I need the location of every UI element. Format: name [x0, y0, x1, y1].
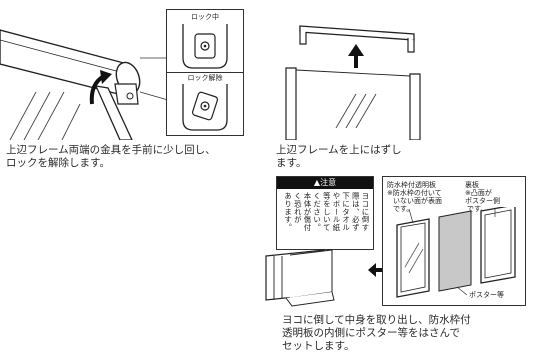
frame-lying-illustration: [262, 248, 372, 308]
pane-label: 防水枠付透明板: [387, 181, 436, 189]
step3-caption-line1: ヨコに倒して中身を取り出し、防水枠付: [282, 314, 471, 326]
frame-on-side-drawing: [265, 249, 335, 307]
caution-header: ▲注意: [277, 177, 373, 189]
caution-col5: 等をしいて: [322, 192, 332, 232]
inset-divider: [167, 72, 243, 73]
caution-text: ヨコに倒す 際は、必ず 下にタオル やボール紙 等をしいて ください。 本体が傷…: [283, 192, 370, 246]
step3-caption: ヨコに倒して中身を取り出し、防水枠付 透明板の内側にポスター等をはさんで セット…: [282, 314, 530, 353]
caution-col2: 際は、必ず: [351, 192, 361, 232]
step2-caption-line2: ます。: [276, 157, 307, 169]
step2-caption-line1: 上辺フレームを上にはずし: [276, 144, 402, 156]
step3-caption-line2: 透明板の内側にポスター等をはさんで: [282, 327, 460, 339]
exploded-layers-drawing: [396, 207, 516, 298]
frame-top-removal-illustration: [285, 25, 421, 141]
caution-col1: ヨコに倒す: [360, 192, 370, 232]
unlocked-bracket-icon: [182, 84, 228, 131]
caution-col9: あります。: [283, 192, 293, 232]
caution-col8: く恐れが: [293, 192, 303, 224]
step1-caption-line1: 上辺フレーム両端の金具を手前に少し回し、: [6, 144, 216, 156]
caution-col7: 本体が傷付: [302, 192, 312, 232]
caution-col6: ください。: [312, 192, 322, 232]
lock-state-inset: ロック中 ロック解除: [166, 9, 244, 136]
step1-caption: 上辺フレーム両端の金具を手前に少し回し、 ロックを解除します。: [6, 144, 271, 170]
warning-icon: ▲: [313, 178, 321, 187]
poster-label: ポスター等: [469, 291, 504, 299]
lock-released-label: ロック解除: [187, 74, 223, 82]
step1-illustration: [0, 0, 270, 141]
back-board-note-line2: ポスター側: [465, 197, 500, 205]
step1-caption-line2: ロックを解除します。: [6, 157, 110, 169]
caution-col3: 下にタオル: [341, 192, 351, 232]
step3-caption-line3: セットします。: [282, 340, 355, 352]
back-board-note-line1: ※凸面が: [465, 189, 492, 197]
caution-box: ▲注意 ヨコに倒す 際は、必ず 下にタオル やボール紙 等をしいて ください。 …: [276, 176, 374, 250]
locked-bracket-icon: [182, 24, 228, 69]
frame-corner-illustration: [0, 29, 169, 141]
pane-note-line3: です。: [393, 205, 414, 213]
components-box: 防水枠付透明板 ※防水枠の付いて いない面が表面 です。 裏板 ※凸面が ポスタ…: [382, 176, 526, 306]
lock-engaged-label: ロック中: [191, 13, 219, 21]
caution-col4: やボール紙: [331, 192, 341, 232]
pane-note-line2: いない面が表面: [393, 197, 442, 205]
back-board-note-line3: です。: [467, 205, 488, 213]
step2-caption: 上辺フレームを上にはずし ます。: [276, 144, 516, 170]
pane-note-line1: ※防水枠の付いて: [387, 189, 442, 197]
step2-illustration: [276, 4, 426, 141]
back-board-label: 裏板: [465, 181, 479, 189]
caution-title: 注意: [320, 178, 337, 187]
